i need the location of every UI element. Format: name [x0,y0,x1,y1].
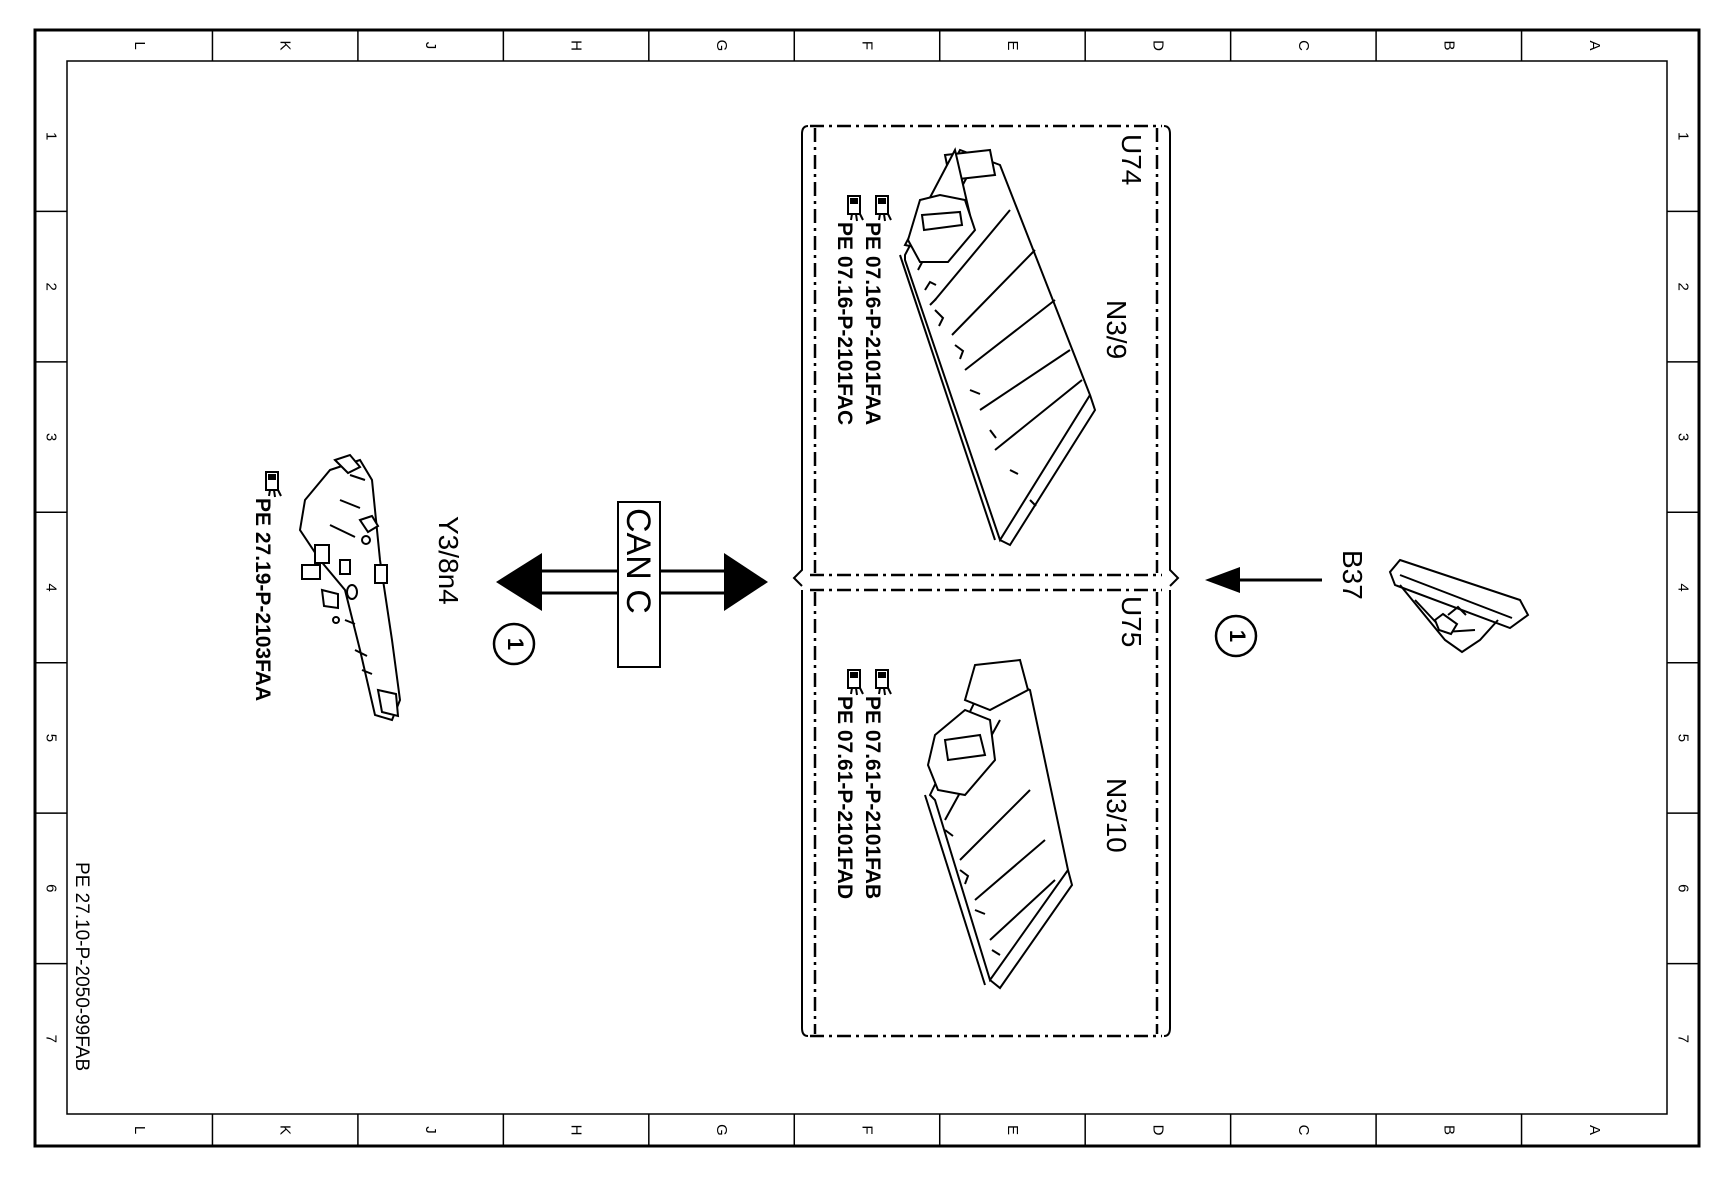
zone-row-label: 1 [43,132,60,140]
control-unit-n3-10-drawing [924,658,1074,990]
signal-marker-circle [1214,614,1258,658]
signal-marker-number: 1 [1225,630,1250,642]
hand-icon [847,195,864,222]
zone-row-label: 7 [1675,1035,1692,1043]
u75-brace-left [801,590,809,1037]
u74-brace-left [792,125,809,587]
b37-code-label: B37 [1337,550,1368,600]
y3-code-label: Y3/8n4 [433,516,464,605]
u75-location-label: U75 [1116,596,1147,647]
u74-ref-2: PE 07.16-P-2101FAC [833,222,856,425]
zone-row-label: 2 [43,282,60,290]
can-bus-label: CAN C [619,508,657,614]
zone-column-label: L [131,1126,148,1134]
zone-column-label: C [1295,1125,1312,1136]
zone-column-label: D [1149,40,1166,51]
inner-frame [66,60,1668,1115]
u74-location-label: U74 [1116,134,1147,185]
zone-row-label: 5 [1675,734,1692,742]
zone-row-label: 3 [1675,433,1692,441]
zone-column-label: H [568,40,585,51]
n3-9-code-label: N3/9 [1101,300,1132,359]
u74-group: U74 N3/9 PE 07.16-P-2101FAA PE 07.16-P-2… [792,124,1180,587]
can-label-box [617,501,661,668]
y3-ref: PE 27.19-P-2103FAA [251,498,274,701]
zone-row-label: 4 [43,583,60,591]
zone-column-label: E [1004,40,1021,50]
zone-column-label: B [1440,1125,1457,1135]
zone-column-label: K [277,40,294,50]
zone-column-label: A [1586,1125,1603,1135]
hand-icon [875,195,892,222]
outer-frame [33,28,1701,1148]
zone-column-label: E [1004,1125,1021,1135]
zone-column-label: B [1440,40,1457,50]
zone-column-label: F [859,41,876,50]
control-unit-n3-9-drawing [899,147,1097,547]
y3-group: Y3/8n4 1 PE 27.19-P-2103FAA [251,453,536,722]
zone-row-label: 2 [1675,282,1692,290]
doc-reference: PE 27.10-P-2050-99FAB [71,862,92,1071]
zone-column-label: G [713,1124,730,1136]
zone-row-label: 3 [43,433,60,441]
u75-ref-2: PE 07.61-P-2101FAD [833,696,856,899]
zone-column-label: F [859,1125,876,1134]
zone-row-label: 4 [1675,583,1692,591]
u74-ref-1: PE 07.16-P-2101FAA [861,222,884,425]
zone-column-label: D [1149,1125,1166,1136]
zone-ticks [35,30,1699,1146]
can-arrowhead-left [496,553,542,611]
hand-icon [265,471,282,498]
signal-marker-circle [492,622,536,666]
zone-column-label: H [568,1125,585,1136]
u74-dashed-border [810,124,1162,577]
zone-column-label: J [422,42,439,50]
u75-group: U75 N3/10 PE 07.61-P-2101FAB PE 07.61-P-… [801,588,1171,1038]
u75-ref-1: PE 07.61-P-2101FAB [861,696,884,899]
u75-dashed-border [810,588,1162,1038]
zone-column-label: A [1586,40,1603,50]
u75-brace-right [1163,590,1171,1037]
b37-signal-arrowhead [1205,567,1240,593]
zone-column-label: C [1295,40,1312,51]
n3-10-code-label: N3/10 [1101,778,1132,853]
signal-marker-number: 1 [503,638,528,650]
u74-brace-right [1163,125,1180,587]
hand-icon [875,669,892,696]
zone-labels: L L K K J J H H G G F F E E D D C C B B A A 1 1 2 2 3 3 4 4 5 5 6 6 7 7 [43,40,1692,1136]
zone-row-label: 6 [43,884,60,892]
zone-row-label: 7 [43,1035,60,1043]
can-c-bus: CAN C [496,501,768,668]
zone-column-label: L [131,41,148,49]
control-module-y3-8n4-drawing [298,453,402,722]
zone-column-label: K [277,1125,294,1135]
can-arrowhead-right [724,553,768,611]
zone-column-label: G [713,40,730,52]
hand-icon [847,669,864,696]
zone-row-label: 5 [43,734,60,742]
zone-column-label: J [422,1126,439,1134]
b37-sensor-drawing [1388,558,1530,654]
b37-group: 1 B37 [1205,550,1530,658]
zone-row-label: 6 [1675,884,1692,892]
zone-row-label: 1 [1675,132,1692,140]
